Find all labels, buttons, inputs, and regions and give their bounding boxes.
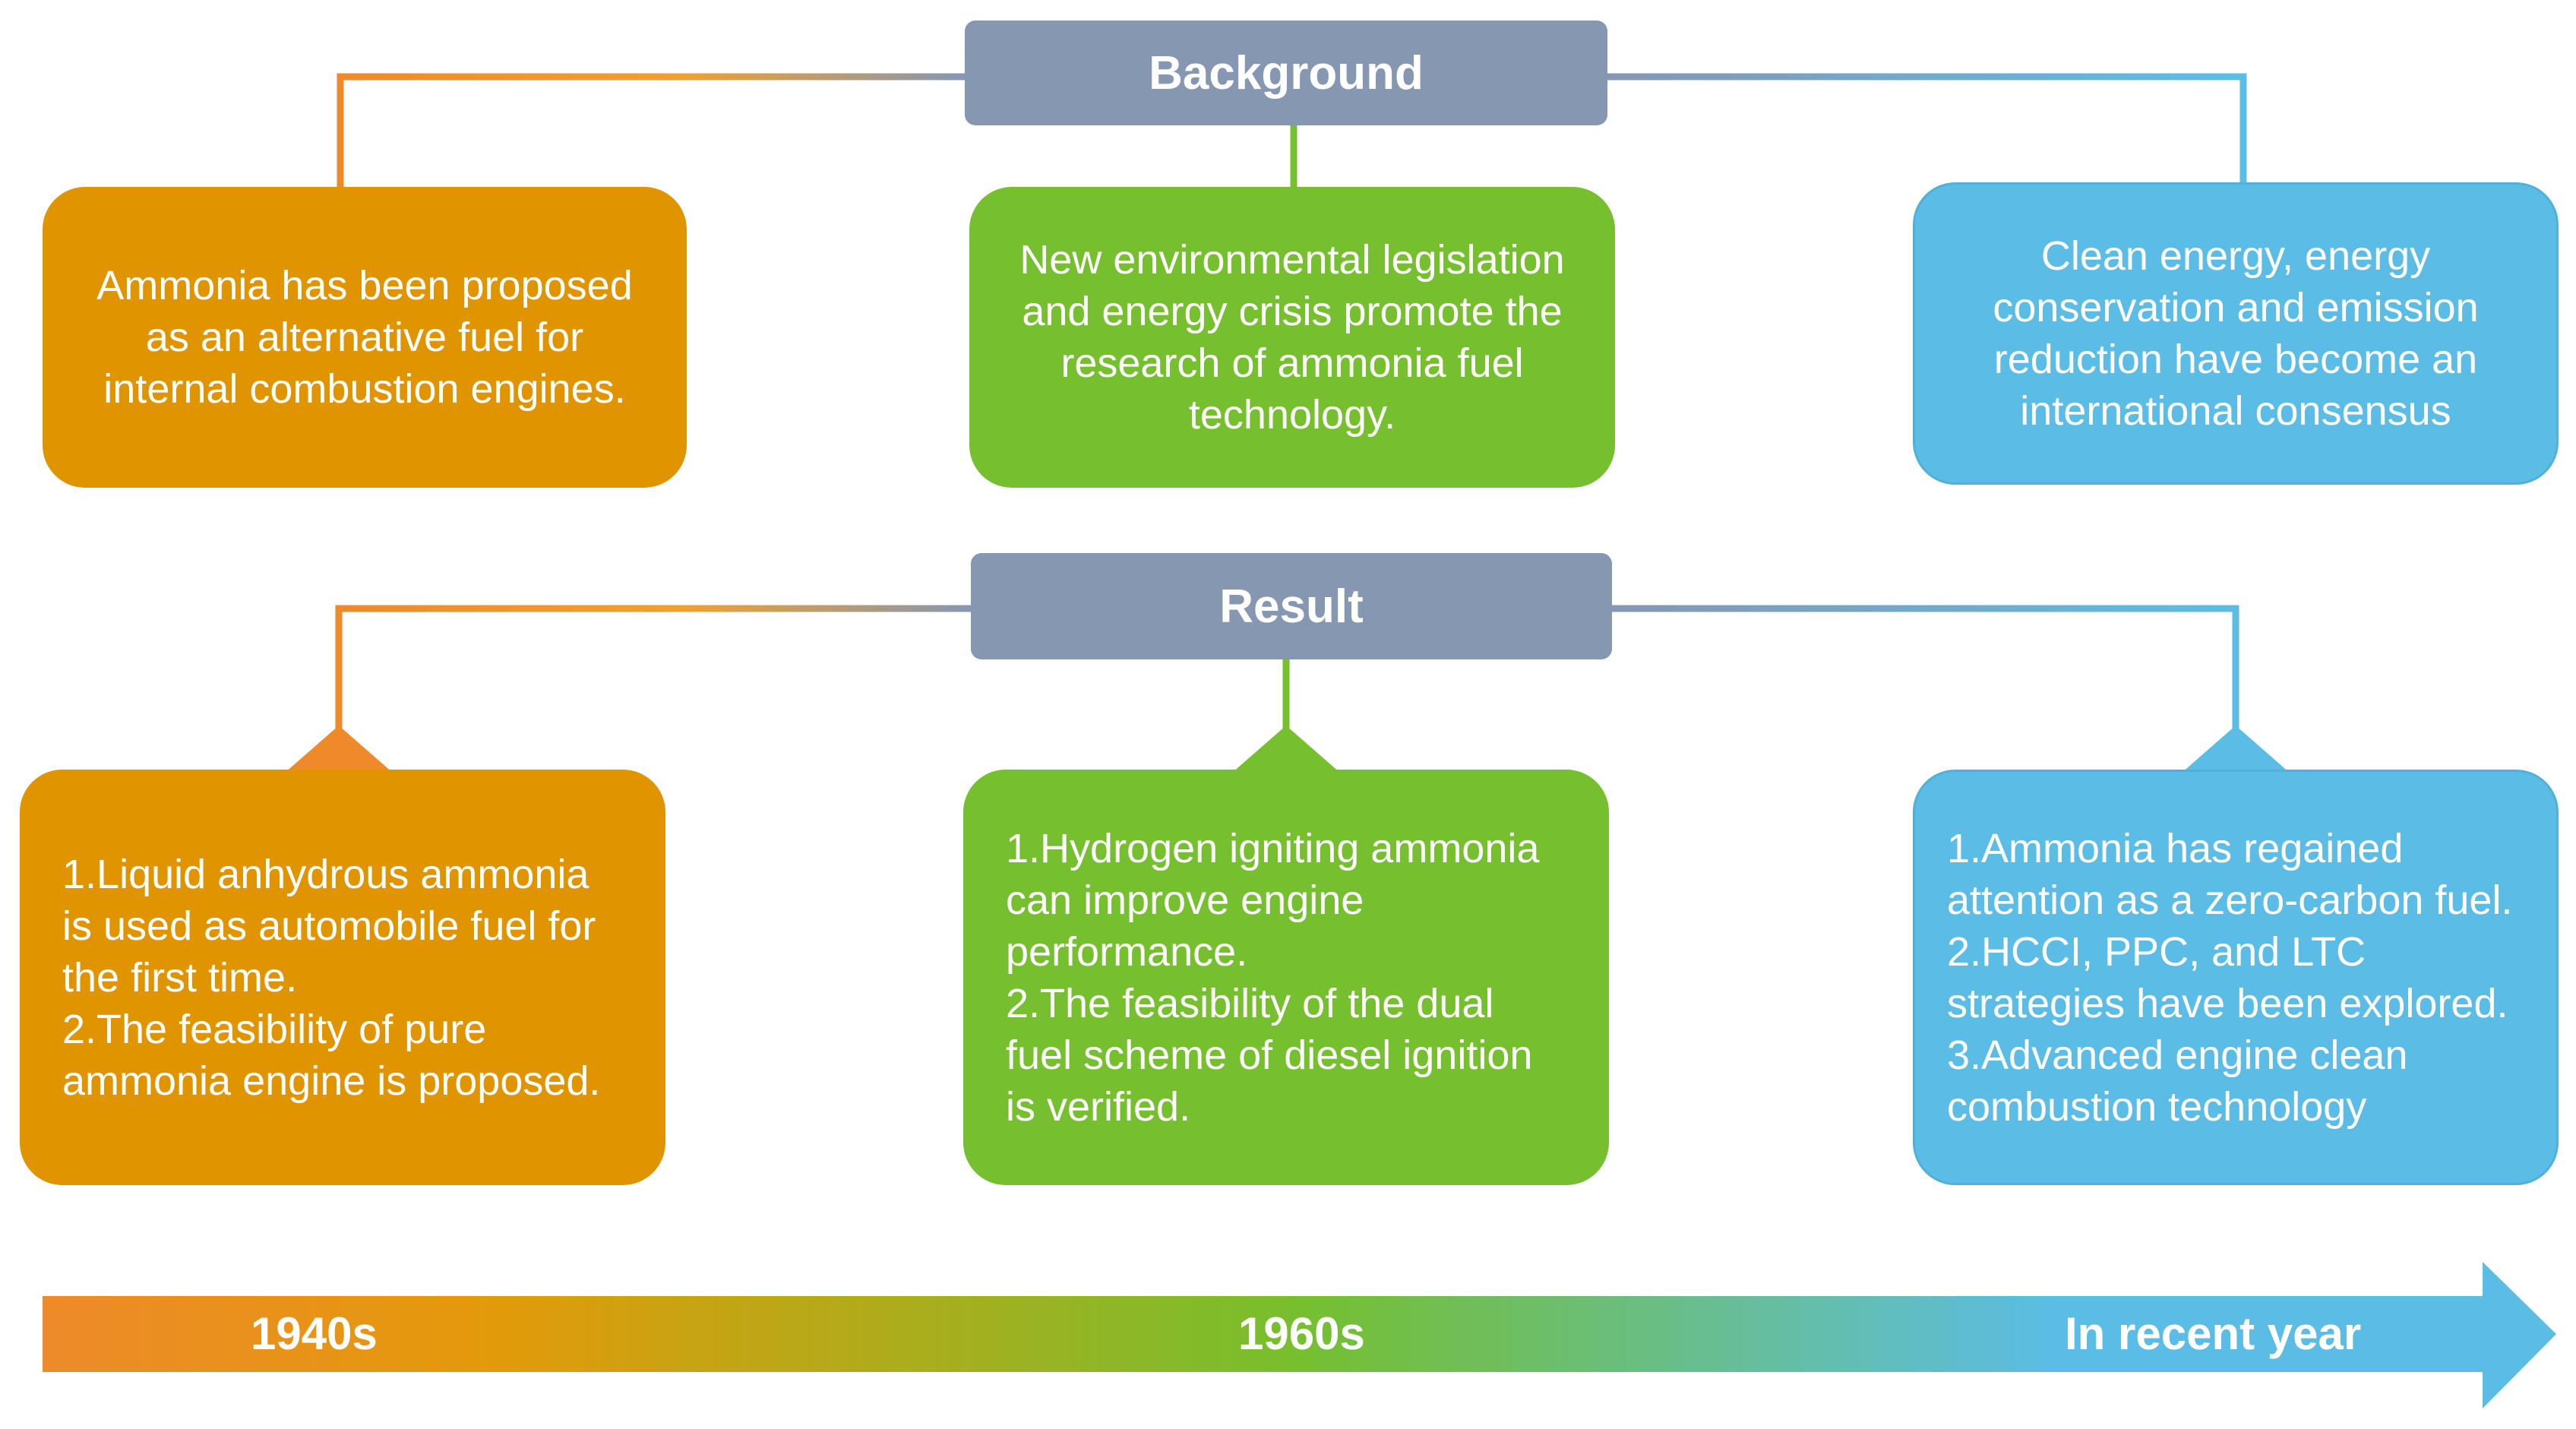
- background-box-recent-text: Clean energy, energy conservation and em…: [1993, 233, 2479, 434]
- timeline-label-recent: In recent year: [2065, 1308, 2362, 1359]
- background-header: Background: [965, 21, 1607, 125]
- result-box-recent-text: 1.Ammonia has regained attention as a ze…: [1947, 825, 2513, 1130]
- background-header-label: Background: [1149, 46, 1424, 100]
- timeline-label-1940s: 1940s: [251, 1308, 378, 1359]
- result-box-1940s-text: 1.Liquid anhydrous ammonia is used as au…: [62, 851, 601, 1104]
- result-box-1960s-text: 1.Hydrogen igniting ammonia can improve …: [1006, 825, 1540, 1130]
- background-connectors: [337, 73, 2247, 188]
- result-box-recent: 1.Ammonia has regained attention as a ze…: [1913, 770, 2559, 1185]
- background-box-1940s-text: Ammonia has been proposed as an alternat…: [96, 263, 633, 412]
- connector-background-right: [1606, 73, 2247, 182]
- connector-result-right: [1610, 605, 2239, 729]
- timeline-arrow: [43, 1262, 2556, 1408]
- background-box-recent: Clean energy, energy conservation and em…: [1913, 182, 2559, 485]
- result-box-1960s: 1.Hydrogen igniting ammonia can improve …: [963, 770, 1609, 1185]
- result-header-label: Result: [1219, 580, 1364, 633]
- result-box-1940s: 1.Liquid anhydrous ammonia is used as au…: [20, 770, 665, 1185]
- background-box-1960s-text: New environmental legislation and energy…: [1019, 237, 1565, 438]
- timeline-label-1960s: 1960s: [1238, 1308, 1365, 1359]
- result-connectors: [335, 605, 2239, 729]
- pointer-orange: [284, 726, 394, 773]
- pointer-green: [1231, 726, 1341, 773]
- connector-background-left: [337, 73, 966, 188]
- background-box-1960s: New environmental legislation and energy…: [969, 187, 1615, 488]
- pointer-blue: [2181, 726, 2290, 773]
- result-header: Result: [971, 553, 1612, 659]
- connector-result-left: [335, 605, 972, 729]
- background-box-1940s: Ammonia has been proposed as an alternat…: [43, 187, 687, 488]
